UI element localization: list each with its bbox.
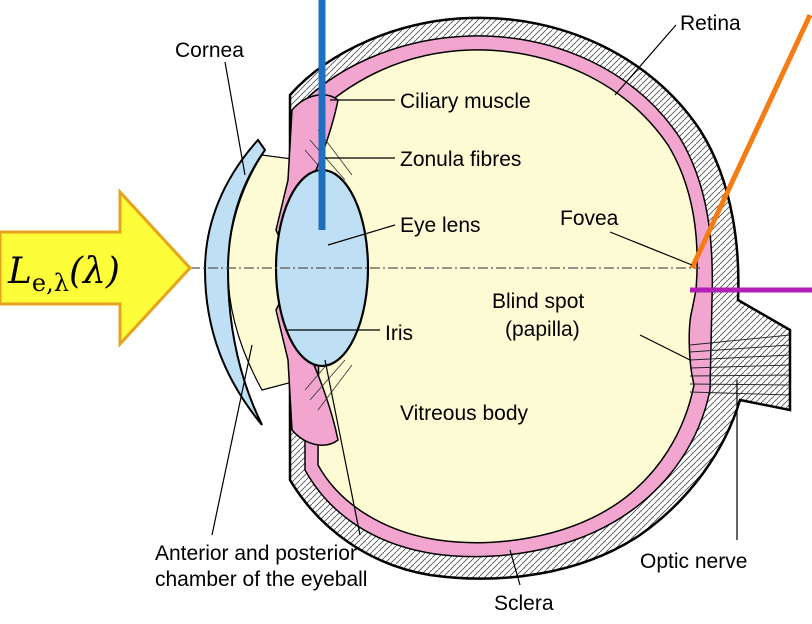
label-zonula-fibres: Zonula fibres: [400, 148, 521, 171]
label-vitreous-body: Vitreous body: [400, 402, 529, 425]
orange-probe-line: [692, 15, 810, 268]
label-ciliary-muscle: Ciliary muscle: [400, 90, 531, 113]
label-optic-nerve: Optic nerve: [640, 550, 747, 573]
formula-argument: (λ): [69, 251, 120, 292]
label-chamber-line2: chamber of the eyeball: [155, 568, 367, 591]
label-chamber-line1: Anterior and posterior: [155, 542, 357, 565]
label-fovea: Fovea: [560, 207, 619, 230]
label-blind-spot: Blind spot: [492, 290, 584, 313]
label-cornea: Cornea: [175, 39, 244, 62]
formula-subscript: e,λ: [32, 269, 69, 297]
label-blind-spot-papilla: (papilla): [505, 318, 580, 341]
label-retina: Retina: [680, 12, 741, 35]
formula-symbol: L: [7, 251, 32, 292]
label-sclera: Sclera: [494, 592, 554, 615]
label-eye-lens: Eye lens: [400, 214, 481, 237]
label-iris: Iris: [385, 322, 413, 345]
